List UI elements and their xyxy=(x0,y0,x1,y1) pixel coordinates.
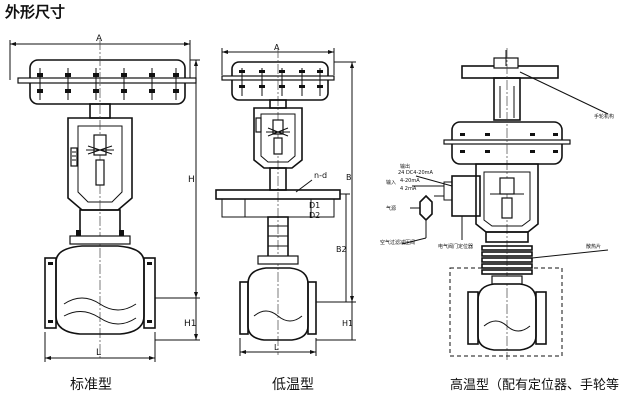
page-title: 外形尺寸 xyxy=(5,3,66,21)
callout-positioner-note-1: 24 DC4-20mA xyxy=(398,170,434,176)
caption-standard: 标准型 xyxy=(70,377,112,393)
callout-input: 输入 xyxy=(386,179,396,186)
caption-low-temp: 低温型 xyxy=(272,377,314,393)
callout-positioner-note-3: 4 2mA xyxy=(400,186,417,192)
dim-D1-lowtemp: D1 xyxy=(309,201,320,210)
dim-nd-lowtemp: n-d xyxy=(314,171,327,180)
low-temp-valve-view: A xyxy=(215,43,356,356)
high-temp-valve-view: 手轮机构 xyxy=(380,48,614,360)
standard-valve-view: A xyxy=(9,34,200,362)
callout-bellows: 散热片 xyxy=(586,243,601,250)
callout-air-filter: 空气过滤减压阀 xyxy=(380,239,415,246)
dim-D2-lowtemp: D2 xyxy=(309,211,320,220)
dim-L-lowtemp: L xyxy=(274,343,279,352)
dim-L-standard: L xyxy=(96,348,101,358)
dim-H1-lowtemp: H1 xyxy=(342,319,353,328)
callout-handwheel: 手轮机构 xyxy=(594,113,614,120)
dim-A-lowtemp: A xyxy=(274,43,280,52)
callout-positioner: 电气阀门定位器 xyxy=(438,243,473,250)
callout-positioner-note-2: 4-20mA xyxy=(400,178,420,184)
dim-B2-lowtemp: B2 xyxy=(336,245,347,254)
callout-output: 输出 xyxy=(400,163,410,170)
caption-high-temp: 高温型（配有定位器、手轮等 xyxy=(450,378,620,393)
callout-gas: 气源 xyxy=(386,205,396,212)
dim-B-lowtemp: B xyxy=(346,173,352,182)
dim-A-standard: A xyxy=(96,34,103,44)
dim-H1-standard: H1 xyxy=(184,319,197,329)
dim-H-standard: H xyxy=(188,175,195,185)
